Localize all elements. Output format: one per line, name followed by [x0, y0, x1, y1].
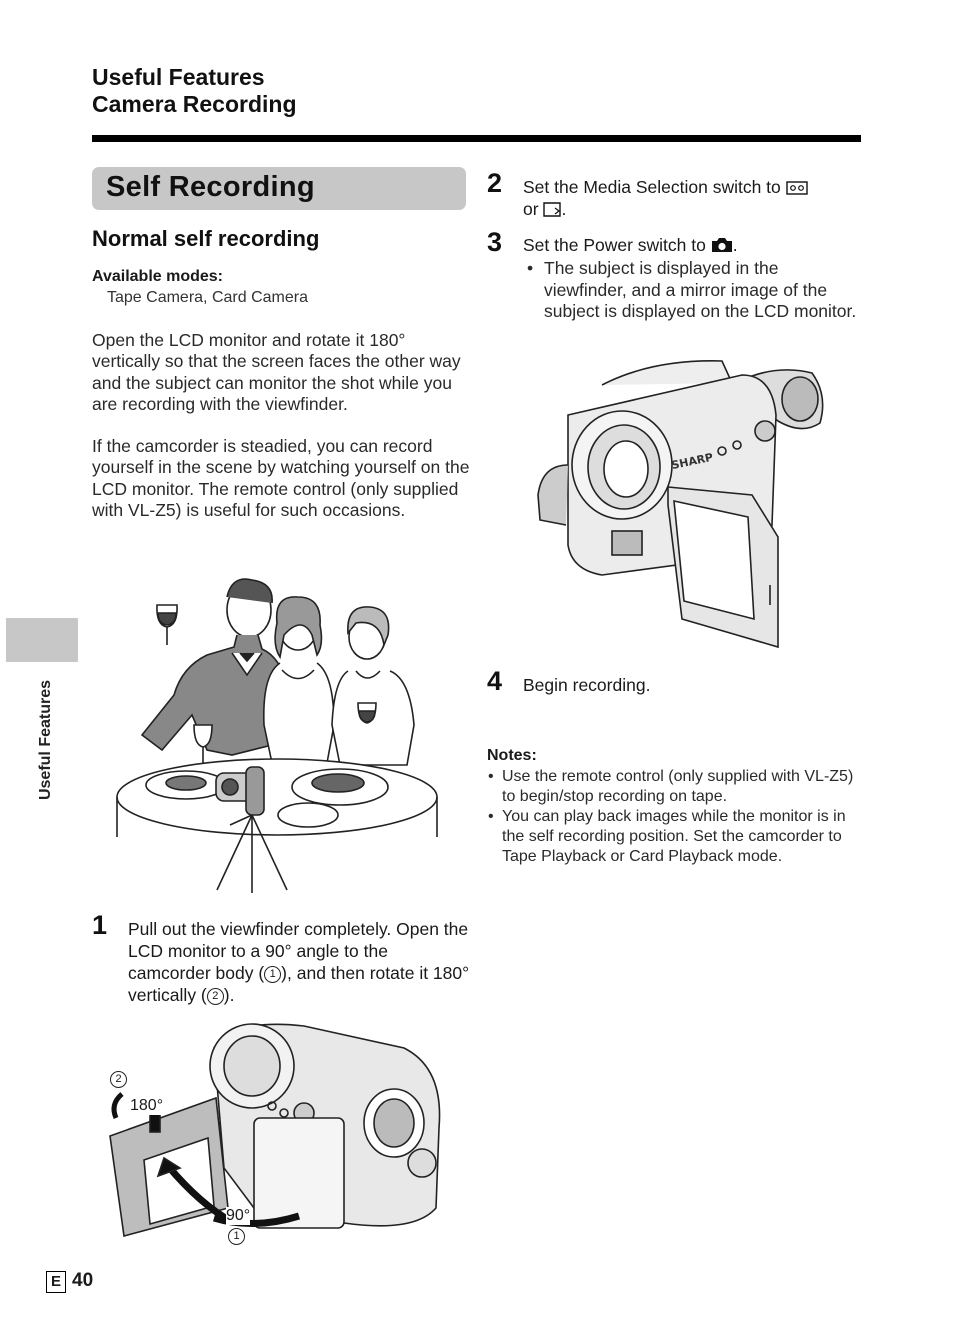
step-3-text-a: Set the Power switch to: [523, 235, 706, 255]
chapter-header: Useful Features Camera Recording: [92, 64, 297, 118]
step-3-bullet: The subject is displayed in the viewfind…: [544, 258, 857, 321]
step-2-number: 2: [487, 168, 503, 198]
step-3-bullet-dot: •: [527, 258, 534, 278]
step-3-text-b: .: [732, 235, 738, 255]
chapter-title: Useful Features: [92, 64, 265, 90]
section-title-box: [92, 167, 466, 210]
figure-label-90: 90°: [226, 1207, 251, 1225]
available-modes-value: Tape Camera, Card Camera: [107, 289, 308, 306]
circled-2-mark: 2: [206, 988, 224, 1005]
figure-label-180: 180°: [130, 1097, 164, 1115]
figure-mark-1: 1: [228, 1228, 245, 1246]
step-3-text: Set the Power switch to .: [523, 234, 863, 256]
side-tab-marker: [6, 618, 78, 662]
camcorder-self-recording-illustration: SHARP: [537, 360, 824, 649]
step-1-text-b: ), and then rotate it 180° vertically (: [128, 963, 470, 1005]
step-4-text: Begin recording.: [523, 675, 651, 695]
chapter-subtitle: Camera Recording: [92, 91, 297, 117]
step-2-text-b: or: [523, 199, 539, 219]
note-1-dot: •: [488, 768, 494, 785]
notes-label: Notes:: [487, 747, 537, 764]
memory-card-icon: [543, 202, 562, 217]
camera-icon: [711, 238, 732, 252]
note-2-dot: •: [488, 808, 494, 825]
step-3-number: 3: [487, 227, 503, 257]
subsection-title: Normal self recording: [92, 226, 320, 251]
side-tab-label: Useful Features: [37, 679, 54, 801]
section-title: Self Recording: [106, 171, 315, 203]
circled-1-mark: 1: [264, 966, 282, 983]
step-2-text-c: .: [561, 199, 567, 219]
step-1-number: 1: [92, 910, 108, 940]
step-4-number: 4: [487, 666, 503, 696]
step-1-text-c: ).: [223, 985, 235, 1005]
self-recording-scene-illustration: [116, 578, 438, 893]
step-1-text-a: Pull out the viewfinder completely. Open…: [128, 919, 469, 983]
step-2-text: Set the Media Selection switch to or .: [523, 176, 863, 220]
page-number: 40: [72, 1270, 94, 1291]
step-2-text-a: Set the Media Selection switch to: [523, 177, 781, 197]
note-1: Use the remote control (only supplied wi…: [502, 768, 854, 805]
available-modes-label: Available modes:: [92, 268, 224, 285]
step-1-text: Pull out the viewfinder completely. Open…: [128, 918, 472, 1006]
camcorder-lcd-rotation-illustration: [109, 1023, 441, 1238]
figure-mark-2: 2: [110, 1071, 127, 1089]
steadied-paragraph: If the camcorder is steadied, you can re…: [92, 436, 470, 520]
tape-cassette-icon: [785, 181, 808, 195]
note-2: You can play back images while the monit…: [502, 808, 846, 865]
intro-paragraph: Open the LCD monitor and rotate it 180° …: [92, 330, 461, 414]
language-badge: E: [46, 1271, 66, 1293]
header-rule: [92, 135, 861, 142]
